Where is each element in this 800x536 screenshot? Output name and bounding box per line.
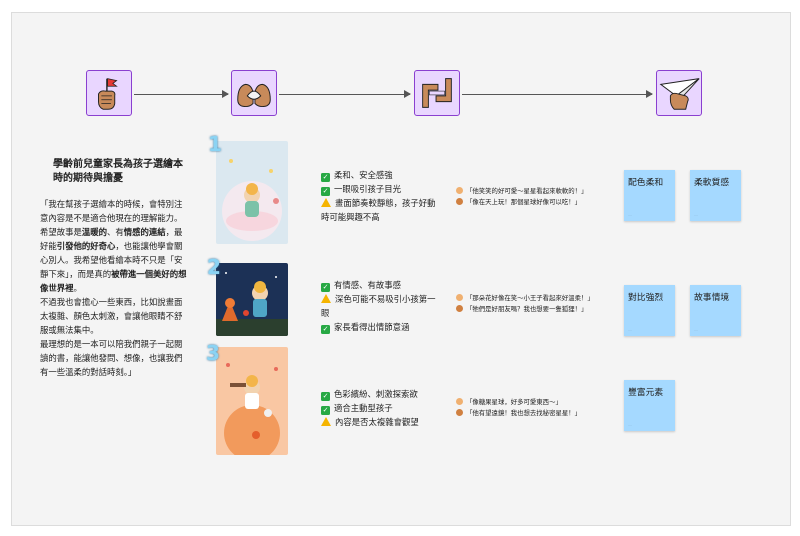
check-icon: ✓ [321,406,330,415]
check-icon: ✓ [321,283,330,292]
note-item: 內容是否太複雜會觀望 [321,415,441,429]
observation-notes-1: ✓柔和、安全感強 ✓一眼吸引孩子目光 畫面節奏較靜態，孩子好動時可能興趣不高 [321,168,441,224]
child-quotes-3: 「像糖果星球，好多可愛東西～」 「他有望遠鏡！我也想去找秘密星星！」 [456,397,626,419]
child-face-icon [456,305,463,312]
illustration-1[interactable] [216,141,288,244]
observation-notes-3: ✓色彩繽紛、刺激探索欲 ✓適合主動型孩子 內容是否太複雜會觀望 [321,387,441,429]
note-item: 畫面節奏較靜態，孩子好動時可能興趣不高 [321,198,436,222]
child-quote: 「像糖果星球，好多可愛東西～」 [456,397,626,408]
badge-number: 2 [207,255,221,279]
child-face-icon [456,187,463,194]
sticky-author: ···· [628,328,632,332]
child-quote: 「像在天上玩！那個星球好像可以吃！」 [456,197,626,208]
illustration-2[interactable] [216,263,288,336]
flow-arrow [462,90,653,98]
flow-arrow [279,90,411,98]
warning-icon [321,417,331,426]
sticky-note[interactable]: 豐富元素···· [624,380,675,431]
child-quotes-2: 「那朵花好像在笑～小王子看起來好溫柔！」 「牠們是好朋友嗎？我也想要一隻狐狸！」 [456,293,626,315]
child-quote: 「他笑笑的好可愛～星星看起來軟軟的！」 [456,186,626,197]
check-icon: ✓ [321,187,330,196]
child-face-icon [456,198,463,205]
sticky-author: ···· [628,423,632,427]
child-face-icon [456,398,463,405]
child-quote: 「那朵花好像在笑～小王子看起來好溫柔！」 [456,293,626,304]
warning-icon [321,294,331,303]
child-quote: 「牠們是好朋友嗎？我也想要一隻狐狸！」 [456,304,626,315]
heading-line: 學齡前兒童家長為孩子選繪本 [53,159,183,170]
hands-heart-icon[interactable] [231,70,277,116]
sticky-note[interactable]: 對比強烈···· [624,285,675,336]
note-item: ✓家長看得出情節意涵 [321,322,410,334]
note-item: ✓色彩繽紛、刺激探索欲 [321,389,418,401]
note-item: ✓一眼吸引孩子目光 [321,184,401,196]
parent-quote: 「我在幫孩子選繪本的時候，會特別注意內容是不是適合他現在的理解能力。希望故事是溫… [40,197,190,379]
warning-icon [321,198,331,207]
child-face-icon [456,409,463,416]
flow-arrow [134,90,229,98]
note-item: ✓適合主動型孩子 [321,403,393,415]
note-item: 深色可能不易吸引小孩第一眼 [321,294,436,318]
child-quote: 「他有望遠鏡！我也想去找秘密星星！」 [456,408,626,419]
observation-notes-2: ✓有情感、有故事感 深色可能不易吸引小孩第一眼 ✓家長看得出情節意涵 [321,278,441,334]
illustration-3[interactable] [216,347,288,455]
sticky-author: ···· [694,328,698,332]
sticky-author: ···· [694,213,698,217]
sticky-note[interactable]: 柔軟質感···· [690,170,741,221]
note-item: ✓柔和、安全感強 [321,170,393,182]
sticky-author: ···· [628,213,632,217]
research-heading: 學齡前兒童家長為孩子選繪本 時的期待與擔憂 [53,158,183,186]
heading-line: 時的期待與擔憂 [53,173,123,184]
hand-paper-plane-icon[interactable] [656,70,702,116]
badge-number: 1 [208,132,222,156]
check-icon: ✓ [321,173,330,182]
child-face-icon [456,294,463,301]
quote-paragraph: 「我在幫孩子選繪本的時候，會特別注意內容是不是適合他現在的理解能力。希望故事是溫… [40,199,187,293]
check-icon: ✓ [321,392,330,401]
note-item: ✓有情感、有故事感 [321,280,401,292]
badge-number: 3 [206,341,220,365]
quote-paragraph: 不過我也會擔心一些東西，比如說畫面太複雜、顏色太刺激，會讓他眼睛不舒服或無法集中… [40,297,183,335]
hand-flag-icon[interactable] [86,70,132,116]
sticky-note[interactable]: 配色柔和···· [624,170,675,221]
check-icon: ✓ [321,325,330,334]
quote-paragraph: 最理想的是一本可以陪我們親子一起閱讀的書，能讓他發問、想像，也讓我們有一些溫柔的… [40,339,183,377]
hands-frame-icon[interactable] [414,70,460,116]
sticky-note[interactable]: 故事情境···· [690,285,741,336]
child-quotes-1: 「他笑笑的好可愛～星星看起來軟軟的！」 「像在天上玩！那個星球好像可以吃！」 [456,186,626,208]
